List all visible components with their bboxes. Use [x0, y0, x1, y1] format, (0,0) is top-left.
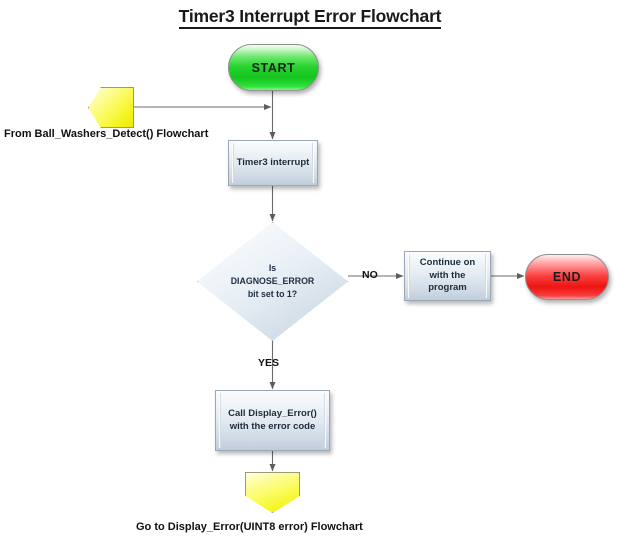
end-label: END: [552, 270, 582, 284]
timer3-interrupt-label: Timer3 interrupt: [236, 156, 310, 168]
box-inner-edge-right: [485, 254, 487, 298]
start-terminator[interactable]: START: [228, 44, 319, 91]
offpage-in-shape: [88, 87, 134, 128]
continue-program-box[interactable]: Continue on with the program: [404, 251, 491, 301]
timer3-interrupt-box[interactable]: Timer3 interrupt: [228, 140, 318, 186]
branch-label-yes: YES: [258, 357, 280, 369]
goto-flowchart-caption: Go to Display_Error(UINT8 error) Flowcha…: [136, 521, 363, 533]
call-display-error-box[interactable]: Call Display_Error() with the error code: [215, 390, 330, 451]
offpage-connector-out[interactable]: [245, 472, 300, 513]
diagnose-error-decision[interactable]: Is DIAGNOSE_ERROR bit set to 1?: [197, 222, 348, 341]
decision-label: Is DIAGNOSE_ERROR bit set to 1?: [230, 263, 315, 299]
page-title: Timer3 Interrupt Error Flowchart: [0, 6, 620, 29]
call-display-error-label: Call Display_Error() with the error code: [228, 407, 317, 432]
from-flowchart-caption: From Ball_Washers_Detect() Flowchart: [4, 128, 209, 140]
branch-label-no: NO: [362, 269, 378, 281]
box-inner-edge-right: [324, 393, 326, 448]
box-inner-edge-left: [232, 143, 234, 183]
end-terminator[interactable]: END: [525, 254, 609, 300]
page-title-text: Timer3 Interrupt Error Flowchart: [178, 6, 442, 29]
continue-program-label: Continue on with the program: [419, 257, 476, 294]
start-label: START: [251, 60, 296, 75]
box-inner-edge-left: [219, 393, 221, 448]
offpage-connector-in[interactable]: [88, 87, 134, 128]
box-inner-edge-right: [312, 143, 314, 183]
box-inner-edge-left: [408, 254, 410, 298]
offpage-out-shape: [245, 472, 300, 513]
